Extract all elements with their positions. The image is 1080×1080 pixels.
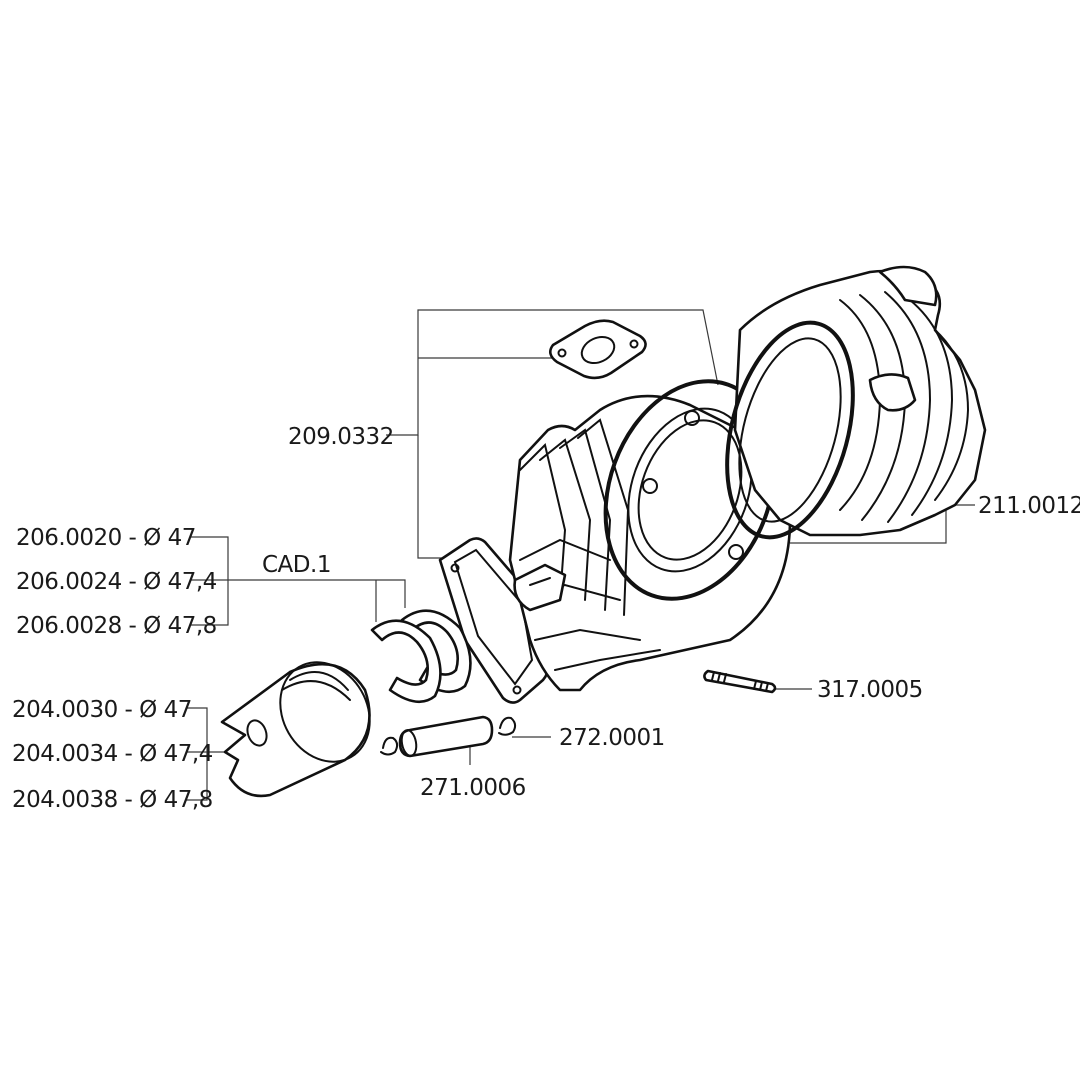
leader-gasket-set-top (386, 309, 719, 436)
piston (220, 661, 371, 798)
piston-pin (398, 715, 494, 758)
label-ring-c: 206.0028 - Ø 47,8 (16, 613, 217, 639)
leader-gasket-base (417, 435, 446, 559)
cylinder-head (725, 265, 987, 540)
circlips (380, 716, 517, 756)
leader-piston-bracket (186, 707, 208, 801)
labels: 209.0332 211.0012 206.0020 - Ø 47 206.00… (12, 424, 1080, 813)
label-gasket-set: 209.0332 (288, 424, 394, 450)
cylinder (508, 379, 792, 692)
piston-rings (370, 609, 472, 704)
leader-rings-bracket (190, 536, 229, 626)
label-circlip: 272.0001 (559, 725, 665, 751)
label-ring-a: 206.0020 - Ø 47 (16, 525, 196, 551)
label-piston-pin: 271.0006 (420, 775, 526, 801)
leader-head (790, 505, 947, 544)
leader-rings-to-ring (228, 579, 406, 608)
label-ring-qty: CAD.1 (262, 552, 331, 578)
label-piston-b: 204.0034 - Ø 47,4 (12, 741, 213, 767)
label-ring-b: 206.0024 - Ø 47,4 (16, 569, 217, 595)
leader-lines (186, 309, 975, 801)
exhaust-gasket (548, 319, 647, 380)
stud (703, 669, 777, 694)
label-cylinder-head: 211.0012 (978, 493, 1080, 519)
label-piston-c: 204.0038 - Ø 47,8 (12, 787, 213, 813)
label-stud: 317.0005 (817, 677, 923, 703)
label-piston-a: 204.0030 - Ø 47 (12, 697, 192, 723)
